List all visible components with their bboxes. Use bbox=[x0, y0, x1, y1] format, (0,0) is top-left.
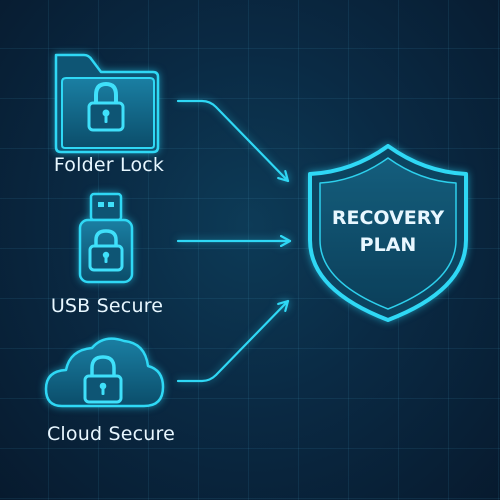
folder-lock-label: Folder Lock bbox=[53, 154, 165, 176]
shield-icon: RECOVERY PLAN bbox=[308, 144, 468, 322]
cloud-secure-label: Cloud Secure bbox=[46, 423, 176, 445]
arrow-cloud-to-shield bbox=[176, 299, 290, 383]
shield-title-line1: RECOVERY bbox=[332, 207, 444, 229]
usb-lock-icon bbox=[78, 192, 134, 284]
shield-title-line2: PLAN bbox=[360, 234, 417, 256]
arrow-folder-to-shield bbox=[176, 99, 290, 183]
usb-secure-label: USB Secure bbox=[50, 295, 164, 317]
folder-lock-icon bbox=[54, 53, 160, 154]
cloud-lock-icon bbox=[44, 337, 165, 408]
